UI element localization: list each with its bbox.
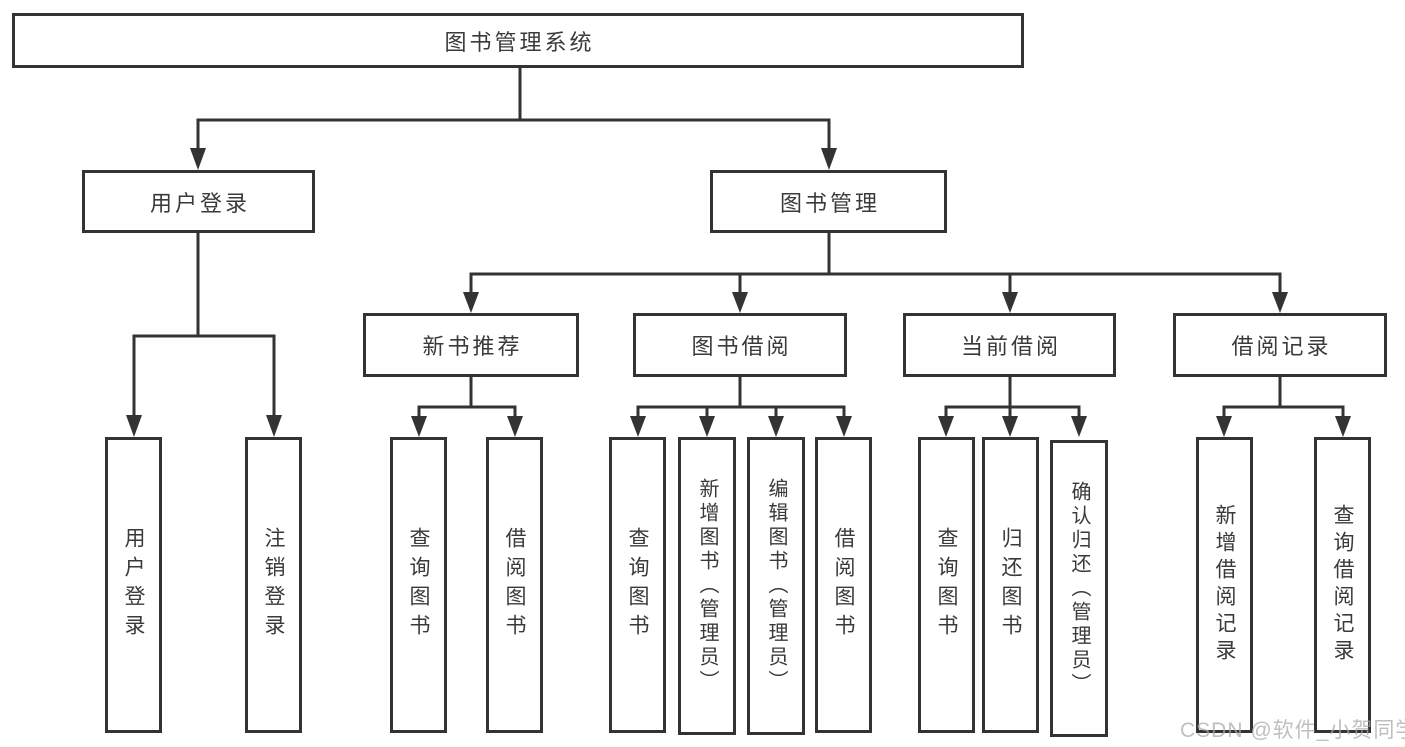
arrow-down-icon (768, 416, 784, 437)
arrow-down-icon (836, 416, 852, 437)
arrow-down-icon (463, 292, 479, 313)
connector-line (132, 334, 276, 417)
node-label: 当前借阅 (960, 334, 1061, 359)
leaf-edit-book-admin: 编辑图书（管理员） (747, 437, 805, 735)
node-label: 借阅图书 (503, 527, 526, 643)
arrow-down-icon (1002, 416, 1018, 437)
arrow-down-icon (411, 416, 427, 437)
arrow-down-icon (821, 148, 837, 170)
leaf-add-borrow-record: 新增借阅记录 (1196, 437, 1253, 733)
node-label: 借阅图书 (832, 527, 855, 643)
leaf-borrow-books-1: 借阅图书 (486, 437, 543, 733)
arrow-down-icon (699, 416, 715, 437)
node-library-system: 图书管理系统 (12, 13, 1024, 68)
node-label: 用户登录 (149, 190, 250, 216)
leaf-user-login: 用户登录 (105, 437, 162, 733)
leaf-return-books: 归还图书 (982, 437, 1039, 733)
node-label: 查询图书 (935, 527, 958, 643)
node-book-management: 图书管理 (710, 170, 947, 233)
arrow-down-icon (938, 416, 954, 437)
arrow-down-icon (190, 148, 206, 170)
node-label: 归还图书 (999, 527, 1022, 643)
node-label: 图书借阅 (691, 334, 792, 359)
node-new-book-recommend: 新书推荐 (363, 313, 579, 377)
arrow-down-icon (1002, 292, 1018, 313)
node-current-borrowing: 当前借阅 (903, 313, 1116, 377)
node-label: 图书管理系统 (444, 29, 595, 55)
leaf-query-books-1: 查询图书 (390, 437, 447, 733)
node-label: 编辑图书（管理员） (765, 478, 787, 694)
leaf-logout: 注销登录 (245, 437, 302, 733)
leaf-confirm-return-admin: 确认归还（管理员） (1050, 440, 1108, 737)
node-label: 新书推荐 (422, 334, 523, 359)
node-label: 查询图书 (626, 527, 649, 643)
node-user-login: 用户登录 (82, 170, 315, 233)
node-label: 注销登录 (262, 527, 285, 643)
node-label: 借阅记录 (1231, 334, 1332, 359)
connector-line (196, 118, 831, 150)
arrow-down-icon (732, 292, 748, 313)
connector-line (417, 405, 517, 418)
connector-line (944, 405, 1081, 418)
connector-line (636, 405, 846, 418)
node-book-borrowing: 图书借阅 (633, 313, 847, 377)
arrow-down-icon (1335, 416, 1351, 437)
arrow-down-icon (1071, 416, 1087, 437)
node-label: 用户登录 (122, 527, 145, 643)
node-label: 图书管理 (779, 190, 880, 216)
arrow-down-icon (266, 415, 282, 437)
arrow-down-icon (126, 415, 142, 437)
node-label: 新增图书（管理员） (696, 478, 718, 694)
node-label: 查询借阅记录 (1331, 504, 1354, 666)
arrow-down-icon (1216, 416, 1232, 437)
arrow-down-icon (630, 416, 646, 437)
leaf-add-book-admin: 新增图书（管理员） (678, 437, 736, 735)
connector-line (469, 272, 1282, 294)
node-label: 新增借阅记录 (1213, 504, 1236, 666)
arrow-down-icon (507, 416, 523, 437)
node-borrowing-records: 借阅记录 (1173, 313, 1387, 377)
leaf-query-books-2: 查询图书 (609, 437, 666, 733)
arrow-down-icon (1272, 292, 1288, 313)
connector-line (1222, 405, 1345, 418)
leaf-borrow-books-2: 借阅图书 (815, 437, 872, 733)
node-label: 确认归还（管理员） (1068, 480, 1090, 697)
leaf-query-borrow-record: 查询借阅记录 (1314, 437, 1371, 733)
leaf-query-books-3: 查询图书 (918, 437, 975, 733)
node-label: 查询图书 (407, 527, 430, 643)
